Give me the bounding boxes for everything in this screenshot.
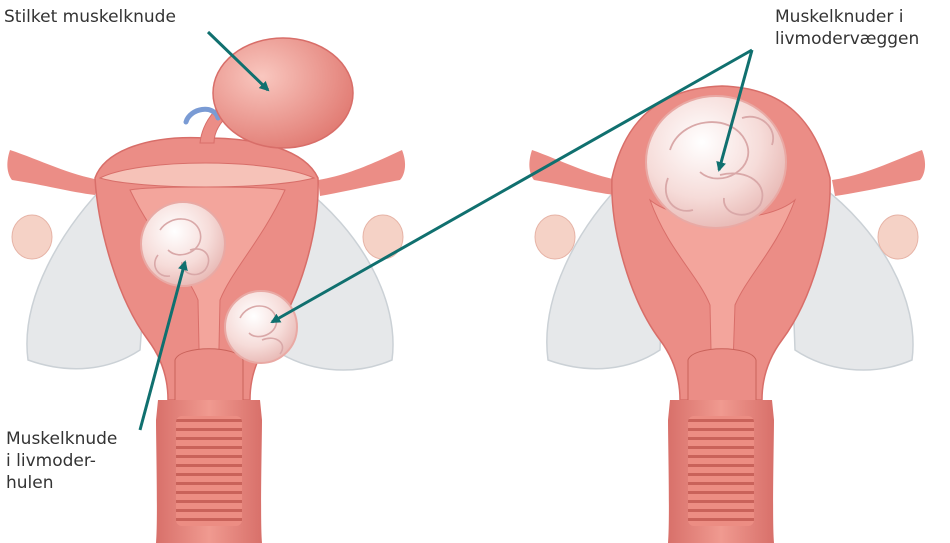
right-vaginal-rugae <box>688 416 754 526</box>
left-intramural-fibroid <box>225 291 297 363</box>
right-fallopian-tube-right <box>832 150 925 196</box>
right-fallopian-tube-left <box>529 150 618 195</box>
label-intramural-fibroids: Muskelknuder i livmodervæggen <box>775 6 919 50</box>
right-intramural-fibroid <box>646 96 786 228</box>
left-vaginal-rugae <box>176 416 242 526</box>
label-line: livmodervæggen <box>775 28 919 50</box>
right-uterus-illustration <box>529 86 925 543</box>
right-cervix <box>688 349 756 402</box>
right-ovary-left <box>535 215 575 259</box>
label-line: Muskelknude <box>6 428 117 450</box>
right-ovary-right <box>878 215 918 259</box>
label-pedunculated-fibroid: Stilket muskelknude <box>4 6 176 28</box>
label-line: i livmoder- <box>6 450 117 472</box>
label-line: Muskelknuder i <box>775 6 919 28</box>
label-submucosal-fibroid: Muskelknude i livmoder- hulen <box>6 428 117 494</box>
left-fallopian-tube-left <box>7 150 100 195</box>
left-fallopian-tube-right <box>318 150 405 196</box>
pedunculated-fibroid <box>213 38 353 148</box>
label-line: hulen <box>6 472 117 494</box>
left-cervix <box>175 349 243 402</box>
left-ovary-left <box>12 215 52 259</box>
label-line: Stilket muskelknude <box>4 6 176 28</box>
